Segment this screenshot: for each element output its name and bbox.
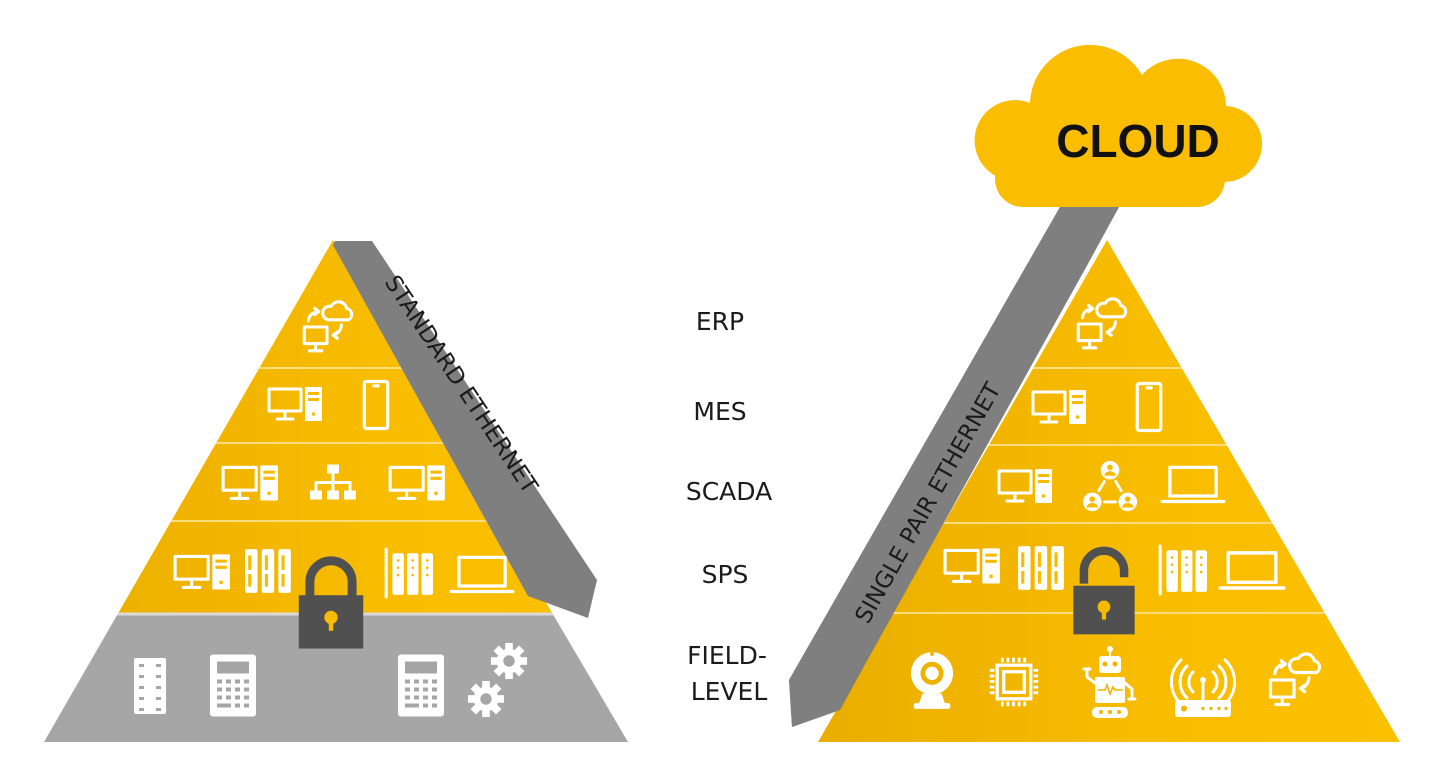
single-pair-ethernet-ribbon-front (789, 207, 1119, 727)
plc-rack-icon (245, 549, 291, 593)
gear-icon (467, 680, 505, 718)
plc-rack-icon (1018, 546, 1064, 590)
right-pyramid: SINGLE PAIR ETHERNET CLOUD (789, 44, 1400, 742)
plc-rack-icon (1158, 544, 1208, 596)
standard-ethernet-ribbon (333, 241, 597, 618)
controller-keypad-icon (210, 654, 256, 717)
cloud-shape (974, 44, 1263, 183)
level-label-scada: SCADA (686, 477, 772, 506)
io-module-icon (134, 658, 166, 714)
level-label-level: LEVEL (691, 677, 768, 706)
gear-icon (490, 642, 528, 680)
level-labels: ERP MES SCADA SPS FIELD- LEVEL (686, 307, 772, 706)
controller-keypad-icon (398, 654, 444, 717)
plc-rack-icon (384, 547, 434, 599)
cloud-label: CLOUD (1056, 115, 1220, 167)
level-label-field: FIELD- (687, 641, 767, 670)
level-label-sps: SPS (702, 560, 749, 589)
level-label-erp: ERP (696, 307, 744, 336)
left-pyramid: STANDARD ETHERNET (44, 240, 628, 742)
cloud-base (995, 150, 1225, 207)
level-label-mes: MES (693, 397, 746, 426)
